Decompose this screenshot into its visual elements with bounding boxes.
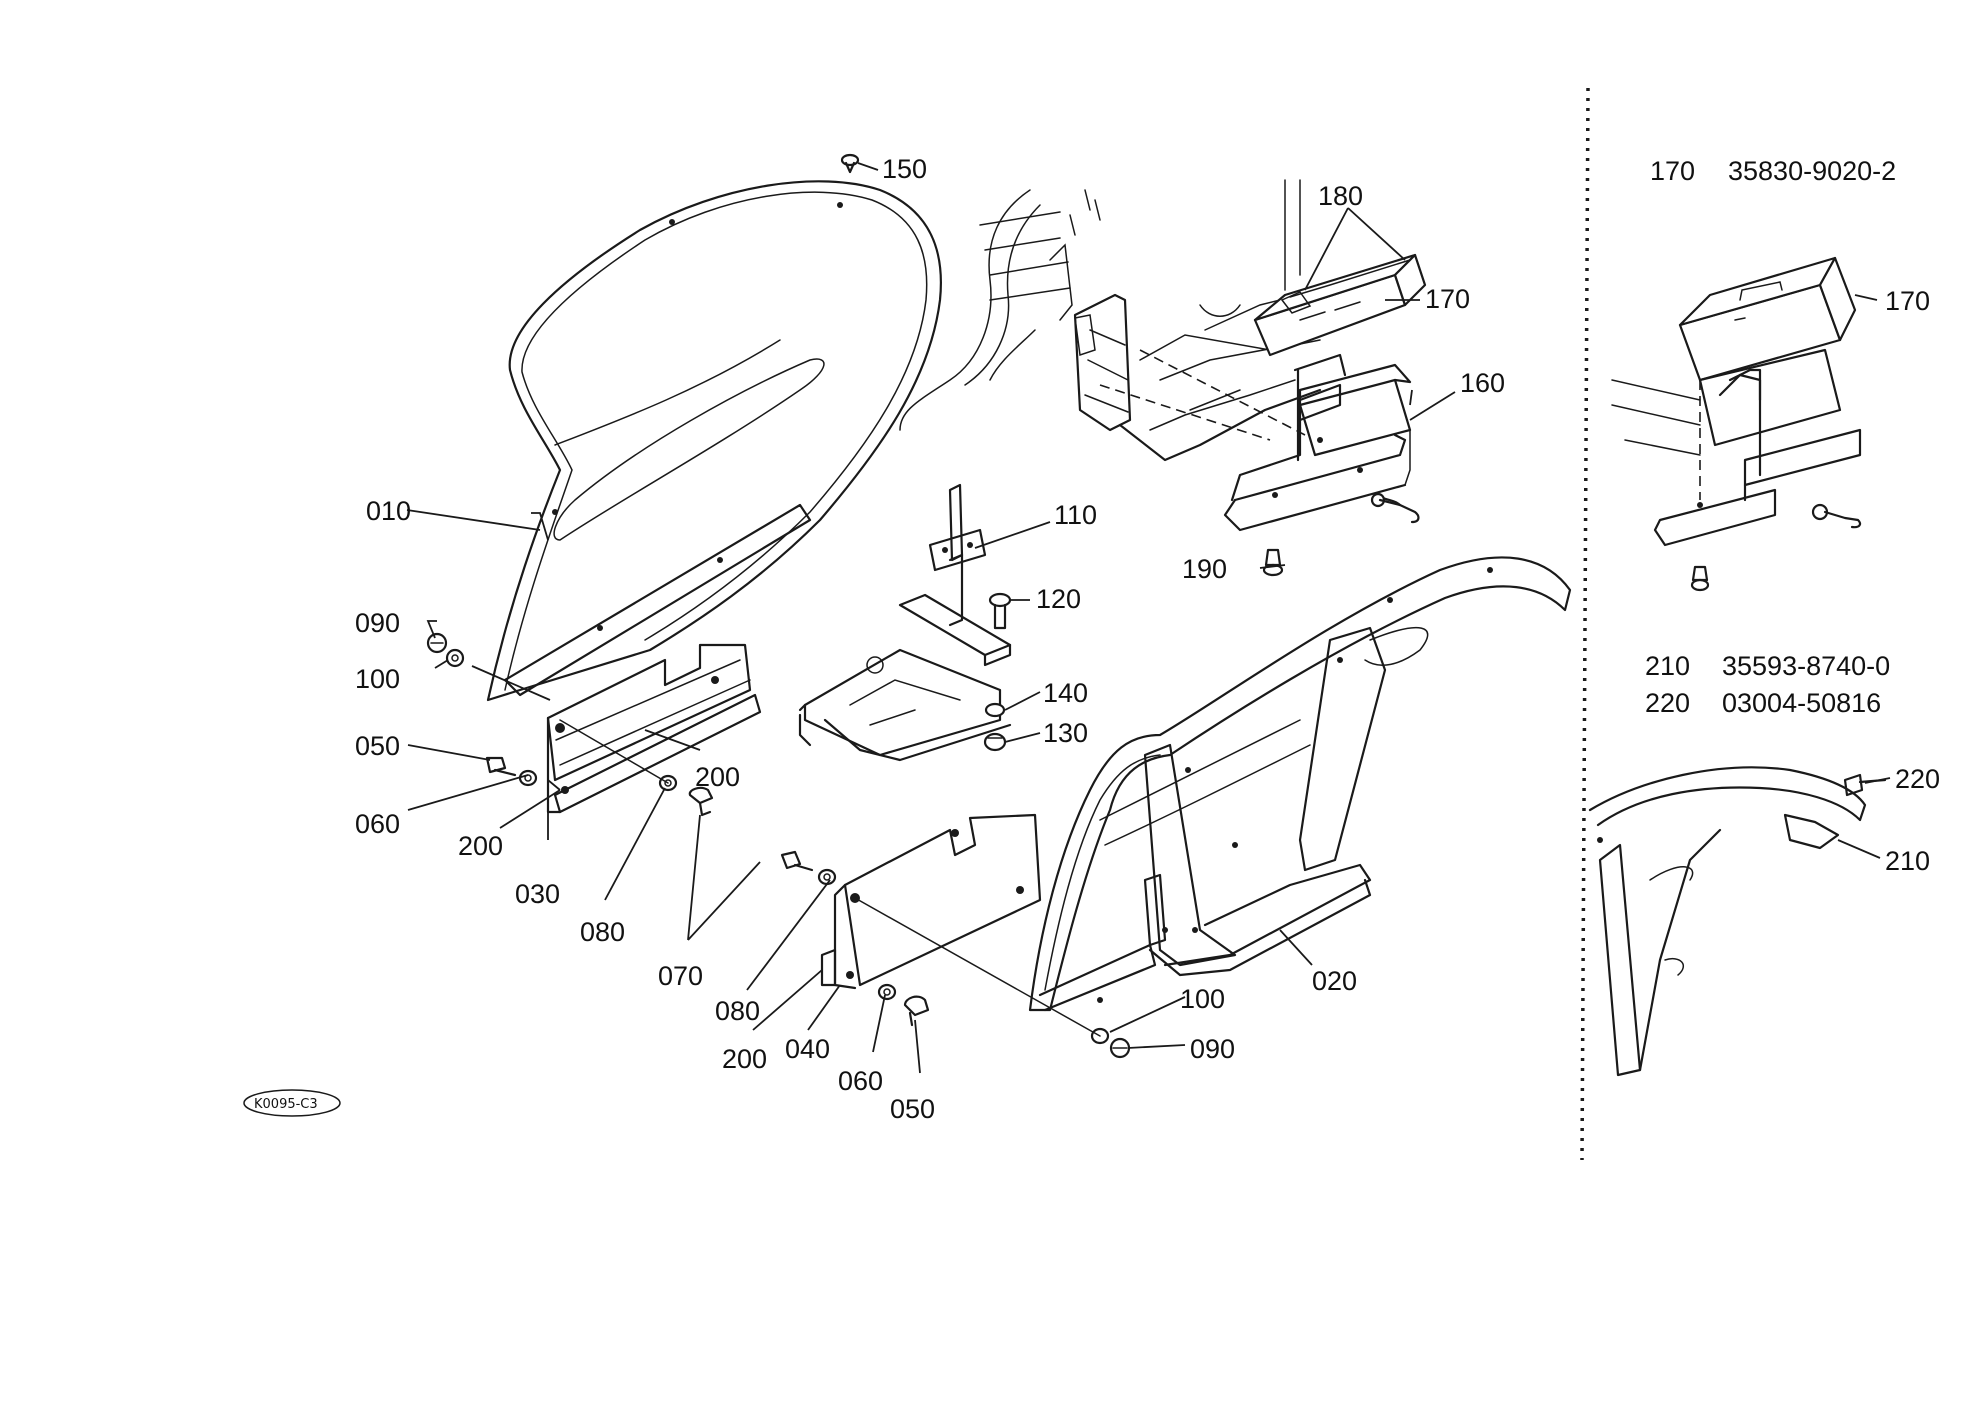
inset-labels: 170 35830-9020-2 170 210 35593-8740-0 22… <box>1645 156 1940 876</box>
bracket-040-drawing <box>820 813 1042 990</box>
callout-050-left: 050 <box>355 731 400 761</box>
callout-150: 150 <box>882 154 927 184</box>
inset-ref-170: 170 <box>1650 156 1695 186</box>
fender-right-drawing <box>1028 556 1572 1012</box>
diagram-code-badge: K0095-C3 <box>243 1089 341 1117</box>
callout-100-right: 100 <box>1180 984 1225 1014</box>
diagram-code: K0095-C3 <box>254 1097 318 1112</box>
inset-callout-220: 220 <box>1895 764 1940 794</box>
callout-070: 070 <box>658 961 703 991</box>
inset-toolbox-drawing <box>1611 256 1862 592</box>
callout-090-left: 090 <box>355 608 400 638</box>
inset-partno-210: 35593-8740-0 <box>1722 651 1890 681</box>
callout-100-left: 100 <box>355 664 400 694</box>
callout-120: 120 <box>1036 584 1081 614</box>
callout-200-b: 200 <box>458 831 503 861</box>
inset-ref-220: 220 <box>1645 688 1690 718</box>
callout-060-right: 060 <box>838 1066 883 1096</box>
inset-partno-220: 03004-50816 <box>1722 688 1881 718</box>
page-separator <box>1580 87 1590 1161</box>
callout-050-right: 050 <box>890 1094 935 1124</box>
callout-020: 020 <box>1312 966 1357 996</box>
callout-140: 140 <box>1043 678 1088 708</box>
inset-callout-210: 210 <box>1885 846 1930 876</box>
bolt-120-drawing <box>988 592 1012 630</box>
callout-110: 110 <box>1054 500 1097 530</box>
callout-200-a: 200 <box>695 762 740 792</box>
callout-090-right: 090 <box>1190 1034 1235 1064</box>
inset-callout-170: 170 <box>1885 286 1930 316</box>
bracket-030-drawing <box>546 643 762 814</box>
callout-labels: 150 180 170 160 010 110 120 190 090 100 … <box>355 154 1505 1124</box>
callout-080-right: 080 <box>715 996 760 1026</box>
fender-left-drawing <box>486 180 942 702</box>
frame-drawing <box>899 179 1322 462</box>
leader-lines <box>406 162 1891 1074</box>
callout-060-left: 060 <box>355 809 400 839</box>
callout-010: 010 <box>366 496 411 526</box>
callout-170: 170 <box>1425 284 1470 314</box>
callout-130: 130 <box>1043 718 1088 748</box>
inset-fender-drawing <box>1588 766 1887 1077</box>
toolbox-170-drawing <box>1253 253 1427 357</box>
callout-200-c: 200 <box>722 1044 767 1074</box>
fasteners-right-drawing <box>780 850 1131 1059</box>
fasteners-left-drawing <box>426 632 714 817</box>
inset-partno-170: 35830-9020-2 <box>1728 156 1896 186</box>
small-parts-drawing <box>840 153 1284 752</box>
callout-040: 040 <box>785 1034 830 1064</box>
callout-190: 190 <box>1182 554 1227 584</box>
callout-160: 160 <box>1460 368 1505 398</box>
callout-030: 030 <box>515 879 560 909</box>
callout-180: 180 <box>1318 181 1363 211</box>
callout-080-left: 080 <box>580 917 625 947</box>
bracket-160-drawing <box>1223 353 1420 532</box>
bracket-110-drawing <box>798 483 1012 762</box>
inset-ref-210: 210 <box>1645 651 1690 681</box>
